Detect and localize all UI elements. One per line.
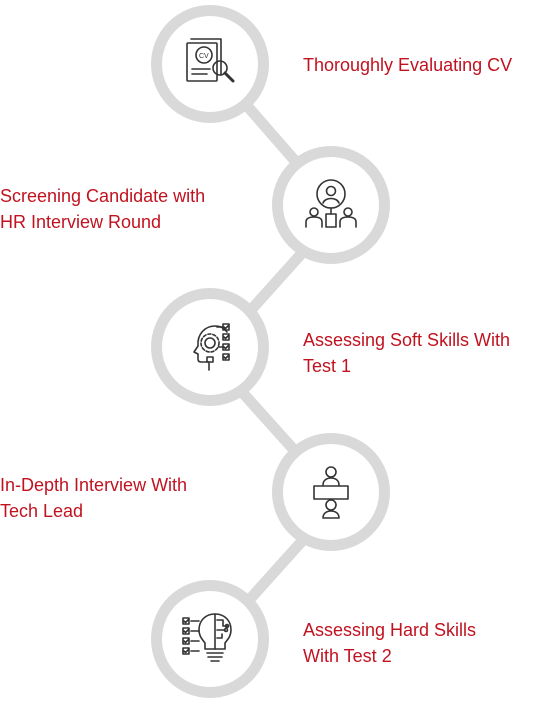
step-5-circle: [151, 580, 269, 698]
step-4-label-line-2: Tech Lead: [0, 501, 84, 521]
step-1-label-line-1: Thoroughly Evaluating CV: [303, 55, 513, 75]
one-on-one-interview-icon: [313, 466, 349, 519]
step-5-label-line-2: With Test 2: [303, 646, 392, 666]
step-3-circle: [151, 288, 269, 406]
head-gear-checklist-icon: [193, 323, 230, 371]
step-3-label: Assessing Soft Skills With Test 1: [303, 327, 510, 379]
cv-search-icon: CV: [186, 38, 235, 83]
step-2-circle: [272, 146, 390, 264]
step-3-label-line-1: Assessing Soft Skills With: [303, 330, 511, 350]
svg-text:CV: CV: [199, 53, 209, 60]
step-2-label-line-2: HR Interview Round: [0, 212, 162, 232]
step-4-label: In-Depth Interview With Tech Lead: [0, 472, 187, 524]
step-5-label-line-1: Assessing Hard Skills: [303, 620, 477, 640]
step-2-label-line-1: Screening Candidate with: [0, 186, 206, 206]
step-4-label-line-1: In-Depth Interview With: [0, 475, 188, 495]
step-1-circle: CV: [151, 5, 269, 123]
step-2-label: Screening Candidate with HR Interview Ro…: [0, 183, 205, 235]
step-4-circle: [272, 433, 390, 551]
step-1-label: Thoroughly Evaluating CV: [303, 52, 512, 78]
connector-4-5: [236, 534, 309, 614]
step-3-label-line-2: Test 1: [303, 356, 352, 376]
bulb-checklist-icon: [182, 613, 232, 662]
hr-interview-icon: [305, 179, 357, 228]
step-5-label: Assessing Hard Skills With Test 2: [303, 617, 476, 669]
